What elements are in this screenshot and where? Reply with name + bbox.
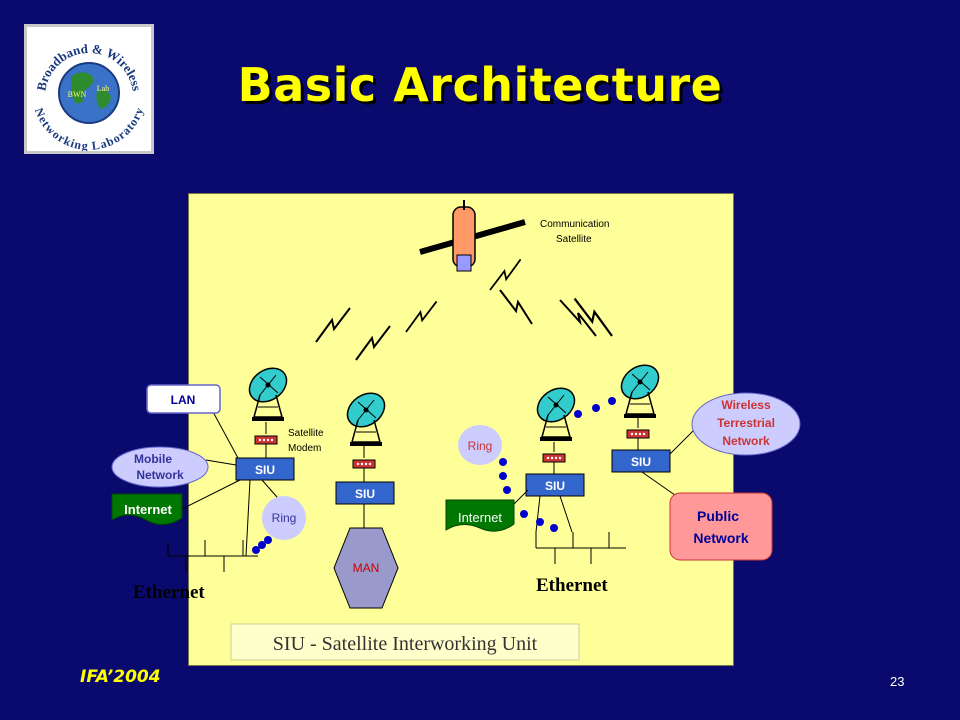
siu-label: SIU	[631, 455, 651, 469]
wireless-label-2: Terrestrial	[717, 416, 775, 430]
lan-label: LAN	[171, 393, 196, 407]
siu-box	[525, 473, 585, 497]
page-number: 23	[890, 674, 905, 689]
ethernet-label: Ethernet	[133, 582, 205, 603]
signal-bolt	[559, 299, 597, 337]
man-node	[333, 527, 399, 609]
internet-node	[445, 499, 515, 532]
public-network-node	[669, 492, 773, 561]
signal-bolt	[489, 258, 522, 291]
satellite-modem-icon	[542, 453, 566, 463]
satellite-icon	[419, 200, 526, 272]
satellite-modem-icon	[254, 435, 278, 445]
internet-node	[111, 493, 183, 525]
satellite-dish-icon	[242, 360, 294, 422]
internet-label: Internet	[124, 502, 172, 517]
lan-node	[146, 384, 221, 414]
legend-box	[230, 623, 580, 661]
satellite-dish-icon	[614, 357, 666, 419]
satellite-modem-icon	[352, 459, 376, 469]
siu-label: SIU	[255, 463, 275, 477]
public-network-label: Public	[697, 508, 739, 524]
ring-node	[262, 496, 306, 540]
siu-box	[335, 481, 395, 505]
internet-label: Internet	[458, 510, 502, 525]
satellite-label-2: Satellite	[556, 234, 592, 245]
siu-box	[235, 457, 295, 481]
satellite-modem-icon	[626, 429, 650, 439]
signal-bolt	[315, 307, 351, 343]
modem-label-2: Modem	[288, 443, 321, 454]
mobile-network-label: Mobile	[134, 452, 172, 466]
signal-bolt	[405, 300, 438, 333]
ring-label: Ring	[468, 439, 493, 453]
legend-text: SIU - Satellite Interworking Unit	[273, 633, 538, 655]
logo-graphic: Broadband & Wireless Networking Laborato…	[32, 41, 146, 151]
wireless-terrestrial-network-node	[691, 392, 801, 456]
satellite-label: Communication	[540, 219, 609, 230]
signal-bolt	[499, 289, 533, 325]
satellite-dish-icon	[340, 385, 392, 447]
signal-bolt	[355, 325, 391, 361]
siu-label: SIU	[545, 479, 565, 493]
slide-title: Basic Architecture	[237, 58, 723, 112]
satellite-dish-icon	[530, 380, 582, 442]
siu-label: SIU	[355, 487, 375, 501]
continent-shape	[71, 72, 94, 104]
wireless-label: Wireless	[721, 398, 771, 412]
siu-box	[611, 449, 671, 473]
ethernet-bus	[167, 540, 258, 572]
mobile-network-label-2: Network	[136, 468, 184, 482]
man-label: MAN	[353, 561, 380, 575]
ethernet-bus	[535, 532, 626, 564]
logo-center-right: Lab	[97, 84, 109, 93]
wireless-label-3: Network	[722, 434, 770, 448]
footer-conference: IFA’2004	[80, 667, 161, 687]
bwn-lab-logo: Broadband & Wireless Networking Laborato…	[24, 24, 154, 154]
continent-shape	[96, 89, 111, 109]
ring-label: Ring	[272, 511, 297, 525]
ring-node	[458, 425, 502, 465]
ethernet-label: Ethernet	[536, 575, 608, 596]
public-network-label-2: Network	[693, 530, 748, 546]
modem-label: Satellite	[288, 428, 324, 439]
mobile-network-node	[111, 446, 209, 488]
logo-center-left: BWN	[68, 90, 87, 99]
